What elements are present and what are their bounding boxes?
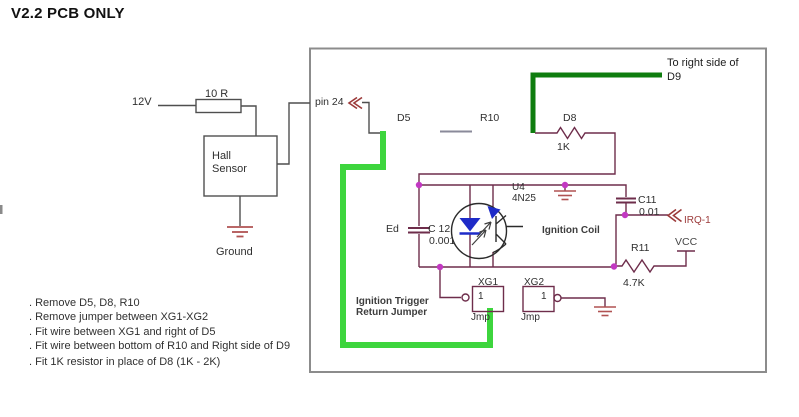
trigger-jumper-note: Ignition Trigger Return Jumper	[356, 296, 429, 318]
instruction-note: . Fit wire between bottom of R10 and Rig…	[29, 340, 291, 352]
optocoupler-icon	[450, 202, 523, 260]
hall-output-wire	[277, 102, 310, 165]
ed-label: Ed	[386, 223, 399, 235]
transistor-lines	[492, 214, 523, 254]
irq-label: IRQ-1	[684, 215, 711, 226]
ignition-coil-label: Ignition Coil	[542, 225, 600, 236]
xg1-type-label: Jmp	[471, 312, 490, 323]
c12-label: C 12	[428, 223, 451, 235]
instruction-note: . Fit 1K resistor in place of D8 (1K - 2…	[29, 356, 221, 368]
series-resistor-label: 10 R	[205, 88, 229, 100]
mid-rail	[419, 184, 627, 197]
xg2-label: XG2	[524, 277, 545, 288]
scan-artifact	[0, 205, 3, 214]
irq-chevron-icon	[666, 208, 682, 223]
c11-label: C11	[638, 194, 657, 206]
d5-label: D5	[397, 112, 411, 124]
xg1-label: XG1	[478, 277, 499, 288]
c11-capacitor-icon	[616, 197, 636, 204]
instruction-note: . Fit wire between XG1 and right of D5	[29, 326, 216, 338]
d8-value: 1K	[557, 141, 570, 153]
led-triangle	[459, 218, 481, 232]
junction-dots	[415, 181, 629, 271]
pin24-chevron-icon	[347, 96, 363, 110]
xg2-type-label: Jmp	[521, 312, 540, 323]
transistor-arrow	[487, 206, 501, 219]
r11-resistor-and-vcc	[614, 250, 695, 274]
hall-ground-icon	[227, 226, 253, 238]
hall-sensor-circuit	[158, 98, 310, 226]
xg2-ground-wire	[561, 297, 606, 307]
series-resistor-symbol	[195, 98, 242, 114]
xg1-pin-number: 1	[478, 291, 484, 302]
r11-value: 4.7K	[623, 277, 645, 289]
light-arrow-icon	[476, 221, 492, 238]
resistor-to-hall-wire	[241, 105, 257, 136]
xg1-jumper	[461, 285, 505, 313]
supply-label: 12V	[132, 96, 152, 108]
r10-label: R10	[480, 112, 500, 124]
pcb-board-outline	[309, 47, 767, 373]
light-arrow-icon	[471, 229, 487, 246]
green-jumper-wire	[340, 131, 493, 348]
instruction-note: . Remove jumper between XG1-XG2	[29, 311, 209, 323]
to-d9-note: To right side of D9	[667, 57, 739, 83]
r11-label: R11	[631, 242, 650, 254]
d8-label: D8	[563, 112, 577, 124]
hall-sensor-label: Hall Sensor	[212, 150, 247, 175]
opto-ref-label: U4 4N25	[512, 182, 536, 204]
c12-value: 0.001	[429, 235, 456, 247]
green-d9-wire	[530, 72, 662, 133]
pin24-wire	[362, 101, 381, 134]
xg2-jumper	[522, 285, 562, 313]
c12-capacitor-icon	[408, 227, 430, 234]
instruction-note: . Remove D5, D8, R10	[29, 297, 140, 309]
xg2-pin-number: 1	[541, 291, 547, 302]
page-title: V2.2 PCB ONLY	[11, 5, 125, 22]
vcc-label: VCC	[675, 236, 698, 248]
xg2-ground-icon	[594, 306, 616, 317]
coil-ground-icon	[554, 190, 576, 201]
xg1-feed-wire	[439, 267, 461, 299]
ground-label: Ground	[216, 246, 253, 258]
d8-resistor-and-top-rail	[418, 126, 616, 185]
c11-value: 0.01	[639, 206, 660, 218]
pin24-label: pin 24	[315, 96, 344, 108]
